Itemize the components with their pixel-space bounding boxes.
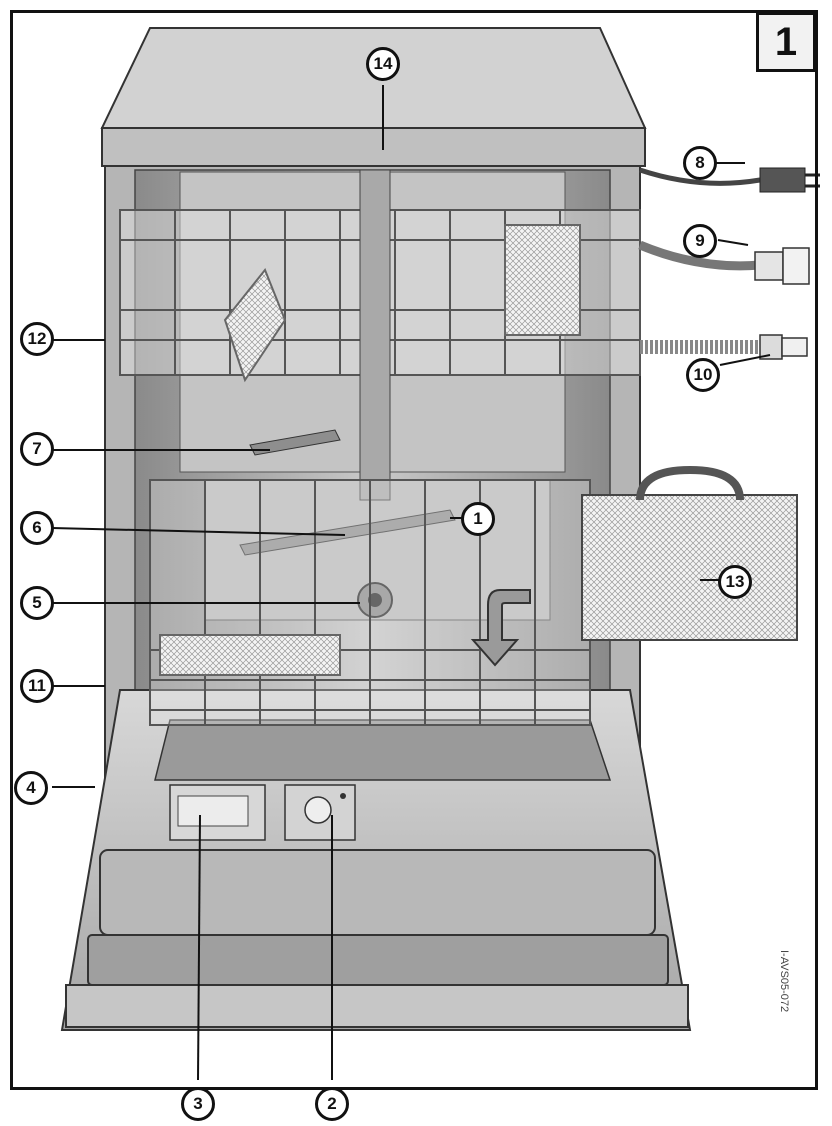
callout-6: 6: [20, 511, 54, 545]
callout-5: 5: [20, 586, 54, 620]
callout-11: 11: [20, 669, 54, 703]
figure-frame: [10, 10, 818, 1090]
callout-8: 8: [683, 146, 717, 180]
spray-arms: [239, 169, 456, 618]
callout-3: 3: [181, 1087, 215, 1121]
arrow-indicator: [470, 589, 531, 667]
rinse-aid-dispenser: [284, 784, 356, 841]
cutlery-basket: [581, 465, 798, 641]
drain-hose: [640, 334, 808, 360]
callout-4: 4: [14, 771, 48, 805]
callout-14: 14: [366, 47, 400, 81]
callout-13: 13: [718, 565, 752, 599]
callout-1: 1: [461, 502, 495, 536]
inlet-hose: [638, 240, 810, 285]
callout-2: 2: [315, 1087, 349, 1121]
open-door: [60, 689, 692, 1031]
callout-7: 7: [20, 432, 54, 466]
document-reference: I-AVS05-072: [778, 950, 790, 1013]
leader-lines: [51, 85, 771, 1081]
callout-12: 12: [20, 322, 54, 356]
callout-9: 9: [683, 224, 717, 258]
power-cable: [639, 167, 820, 193]
callout-10: 10: [686, 358, 720, 392]
figure-number: 1: [756, 12, 816, 72]
detergent-dispenser: [169, 784, 266, 841]
